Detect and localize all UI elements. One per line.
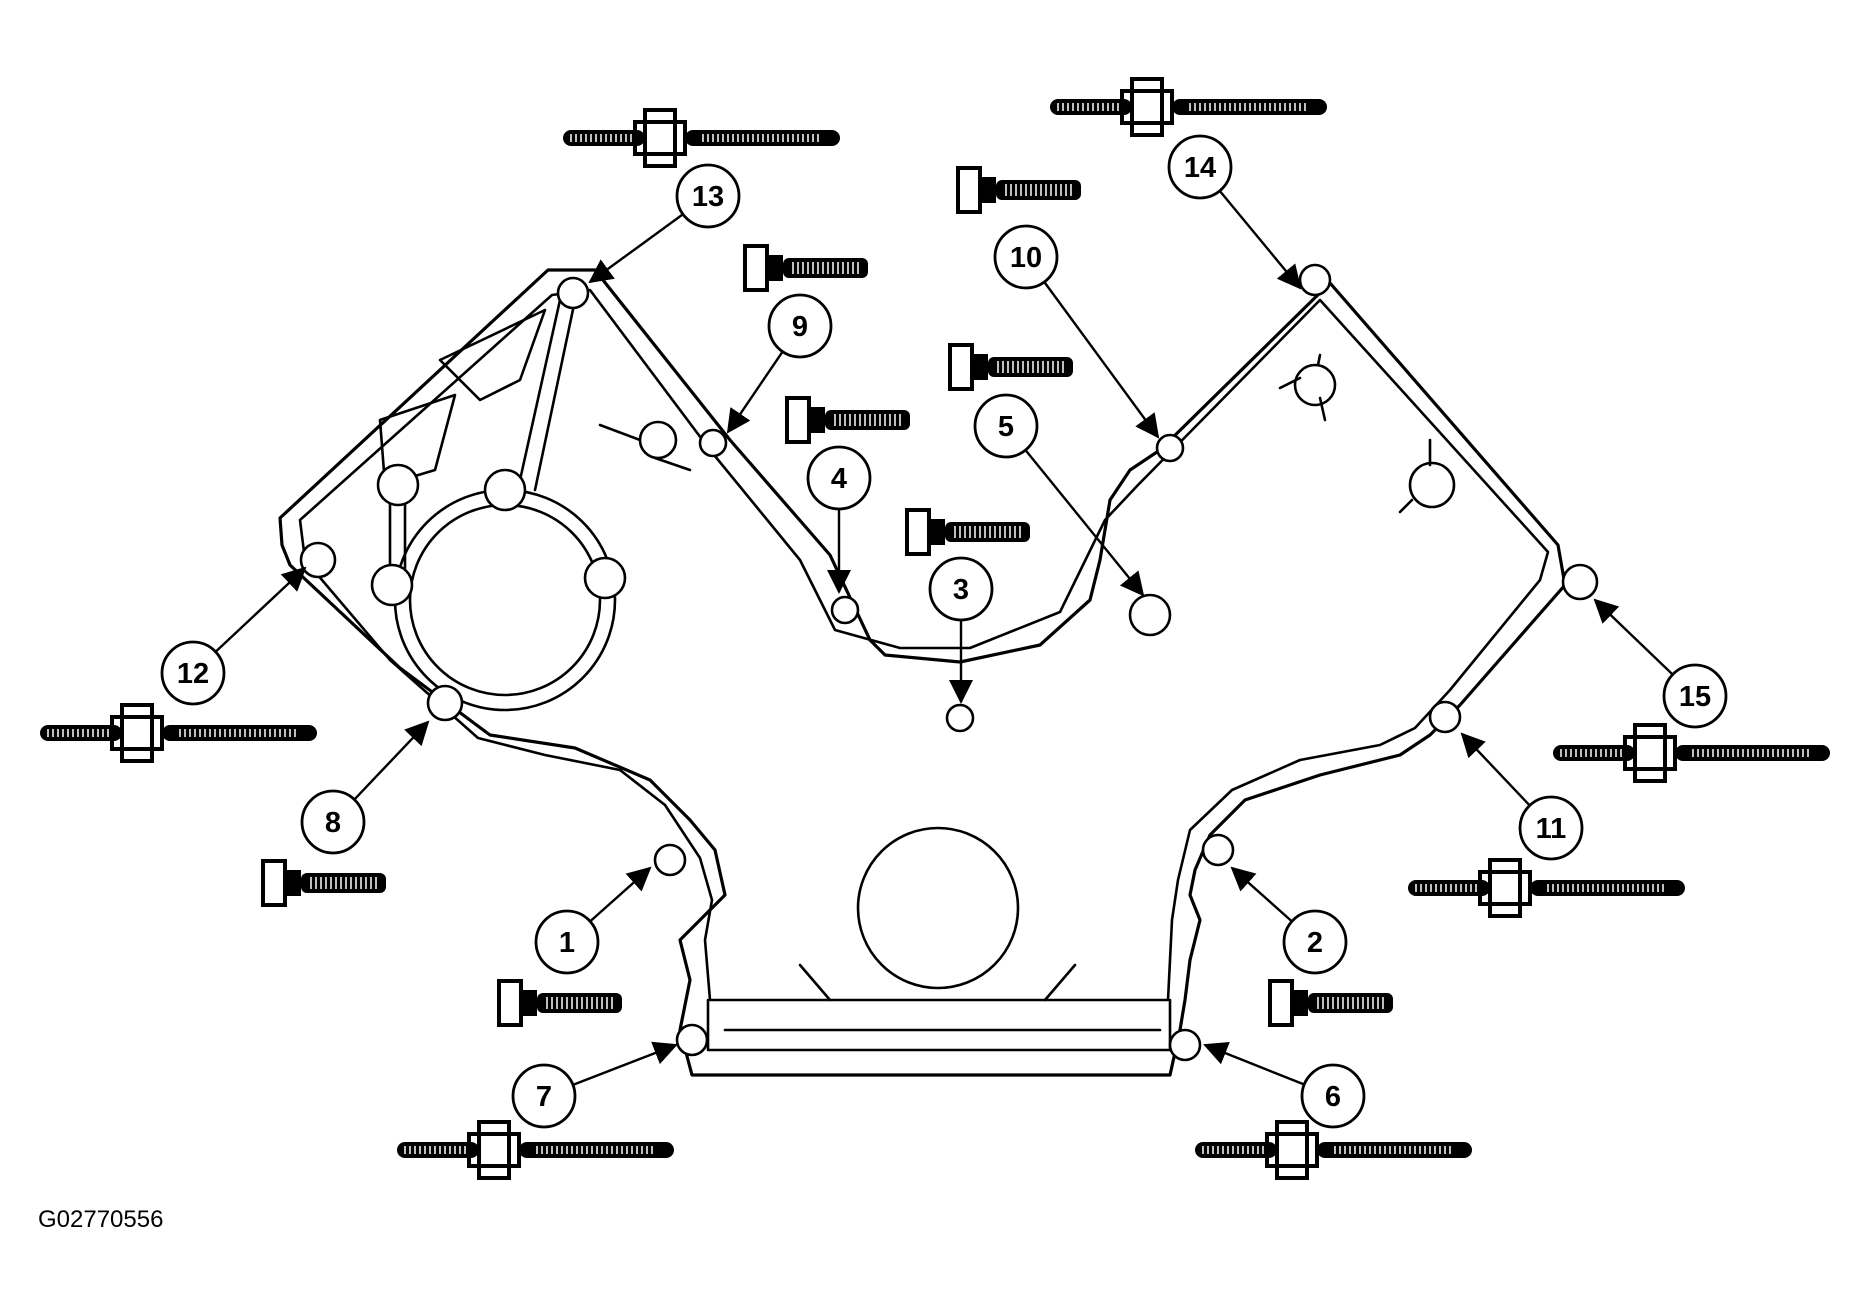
callout-number: 14 [1184,152,1216,184]
callout-13: 13 [588,163,741,284]
callout-circle [1662,663,1728,729]
callout-number: 2 [1307,927,1323,959]
bolt-illustrations [40,77,1830,1180]
callout-1: 1 [534,866,652,975]
callout-15: 15 [1593,598,1728,729]
callout-number: 1 [559,927,575,959]
stud-bolt-icon [1553,723,1830,783]
callout-number: 15 [1679,681,1711,713]
callout-number: 5 [998,411,1014,443]
callout-leader [1024,449,1145,597]
callout-circle [300,789,366,855]
stud-bolt-icon [1408,858,1685,918]
callout-5: 5 [973,393,1145,597]
callout-3: 3 [928,556,994,704]
callout-circle [511,1063,577,1129]
flange-bolt-icon [948,343,1073,391]
flange-bolt-icon [1268,979,1393,1027]
flange-bolt-icon [905,508,1030,556]
callout-circle [993,224,1059,290]
callout-14: 14 [1167,134,1302,290]
callout-number: 6 [1325,1081,1341,1113]
callout-leader [1230,866,1293,923]
flange-bolt-icon [261,859,386,907]
callout-leader [353,720,430,801]
callout-leader [214,566,307,653]
callout-circle [160,640,226,706]
stud-bolt-icon [1195,1120,1472,1180]
callout-number: 4 [831,463,847,495]
callout-leader [1460,732,1531,807]
callout-9: 9 [726,293,833,434]
stud-bolt-icon [563,108,840,168]
flange-bolt-icon [785,396,910,444]
callout-circle [1300,1063,1366,1129]
stud-bolt-icon [40,703,317,763]
callout-leader [1218,190,1302,290]
callout-6: 6 [1203,1041,1366,1129]
callout-12: 12 [160,566,307,706]
callout-circle [675,163,741,229]
callout-number: 13 [692,181,724,213]
callout-circle [1282,909,1348,975]
callout-7: 7 [511,1041,678,1129]
callout-number: 11 [1536,813,1567,845]
callout-number: 3 [953,574,969,606]
callout-circle [806,445,872,511]
callout-leader [589,866,652,923]
callout-10: 10 [993,224,1160,439]
flange-bolt-icon [956,166,1081,214]
callout-leader [572,1041,678,1086]
callout-number: 9 [792,311,808,343]
callout-circle [973,393,1039,459]
callout-circle [1167,134,1233,200]
callout-2: 2 [1230,866,1348,975]
callout-leader [1043,281,1160,439]
callout-number: 12 [177,658,209,690]
callout-number: 10 [1010,242,1042,274]
callout-circle [1518,795,1584,861]
flange-bolt-icon [497,979,622,1027]
callout-11: 11 [1460,732,1584,861]
stud-bolt-icon [397,1120,674,1180]
callout-circle [534,909,600,975]
front-cover-outline [278,263,1599,1077]
callout-number: 8 [325,807,341,839]
callout-number: 7 [536,1081,552,1113]
callout-leader [1593,598,1674,676]
callout-circle [767,293,833,359]
callout-4: 4 [806,445,872,594]
stud-bolt-icon [1050,77,1327,137]
figure-id: G02770556 [38,1206,164,1233]
callout-leader [726,350,784,434]
flange-bolt-icon [743,244,868,292]
callout-leader [588,213,684,284]
callout-circle [928,556,994,622]
callout-8: 8 [300,720,430,855]
callout-leader [1203,1041,1305,1086]
